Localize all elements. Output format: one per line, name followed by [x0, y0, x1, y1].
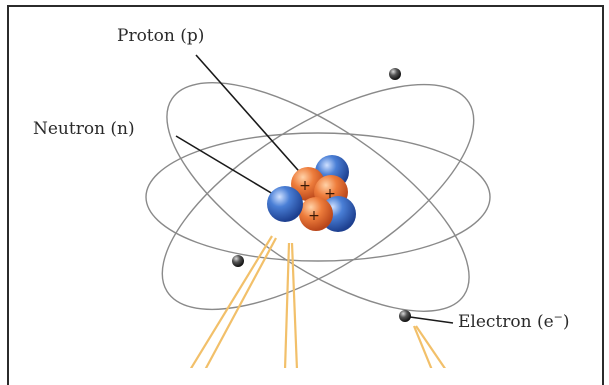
electron-label-close: ) [562, 312, 570, 332]
electron-top [389, 68, 401, 80]
atom-illustration: + + + [145, 54, 491, 368]
diagram-frame [7, 5, 604, 385]
leader-lines [175, 54, 454, 324]
proton-front [299, 197, 333, 231]
atom-diagram: + + + Proton (p) Neutron (n) Electron (e… [7, 5, 604, 385]
proton-charge-symbol: + [308, 208, 320, 224]
electron-labeled [399, 310, 411, 322]
callout-beam-left-2 [204, 237, 277, 368]
orbit-horizontal [145, 132, 491, 262]
callout-beam-mid-2 [290, 242, 299, 368]
callout-beam-mid-1 [283, 242, 291, 368]
callout-beam-right-1 [412, 325, 433, 368]
electron-orbits [145, 82, 491, 312]
neutron-label: Neutron (n) [33, 119, 135, 139]
callout-beams [189, 235, 446, 368]
orbit-tilted-right [166, 82, 470, 312]
proton-leader-line [195, 54, 306, 179]
electron-label: Electron (e−) [458, 310, 570, 332]
callout-beam-left-1 [189, 235, 273, 368]
neutron-front [267, 186, 303, 222]
electrons [232, 68, 411, 322]
orbit-tilted-left [161, 83, 475, 311]
proton-label: Proton (p) [117, 26, 205, 46]
electron-leader-line [409, 316, 454, 324]
electron-left [232, 255, 244, 267]
callout-beam-right-2 [415, 325, 446, 368]
electron-charge-superscript: − [553, 310, 563, 324]
proton-charge-symbol: + [299, 178, 311, 194]
nucleus: + + + [267, 155, 356, 232]
neutron-leader-line [175, 135, 284, 201]
electron-label-text: Electron (e [458, 312, 554, 332]
proton-charge-symbol: + [324, 186, 336, 202]
